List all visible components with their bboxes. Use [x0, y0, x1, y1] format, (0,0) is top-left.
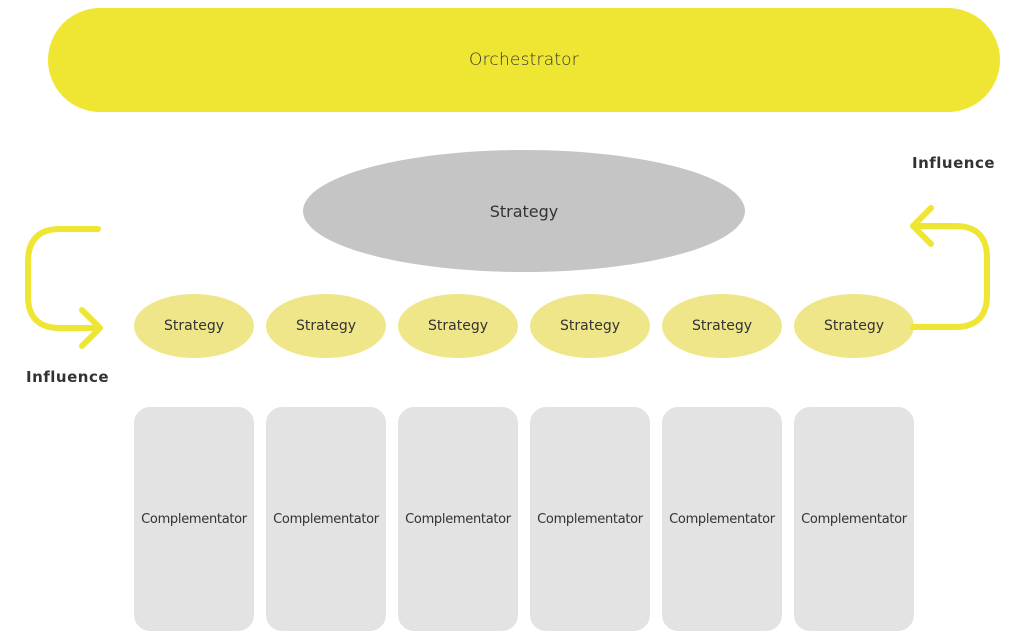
complementator-node: Complementator: [530, 407, 650, 631]
influence-right-arrow-icon: [910, 205, 990, 330]
complementator-label: Complementator: [405, 511, 511, 527]
complementator-node: Complementator: [794, 407, 914, 631]
influence-left-arrow-icon: [25, 226, 103, 349]
strategy-label: Strategy: [692, 318, 752, 334]
strategy-node: Strategy: [530, 294, 650, 358]
influence-right-label: Influence: [912, 154, 996, 172]
orchestrator-label: Orchestrator: [469, 50, 579, 70]
complementator-node: Complementator: [266, 407, 386, 631]
strategy-node: Strategy: [794, 294, 914, 358]
strategy-node: Strategy: [398, 294, 518, 358]
complementator-label: Complementator: [273, 511, 379, 527]
orchestrator-node: Orchestrator: [48, 8, 1000, 112]
complementator-node: Complementator: [134, 407, 254, 631]
complementator-label: Complementator: [669, 511, 775, 527]
strategy-label: Strategy: [428, 318, 488, 334]
strategy-label: Strategy: [560, 318, 620, 334]
complementator-node: Complementator: [662, 407, 782, 631]
strategy-node: Strategy: [134, 294, 254, 358]
influence-left-label: Influence: [26, 368, 110, 386]
strategy-label: Strategy: [164, 318, 224, 334]
complementator-label: Complementator: [537, 511, 643, 527]
central-strategy-node: Strategy: [303, 150, 745, 272]
complementator-node: Complementator: [398, 407, 518, 631]
complementator-label: Complementator: [801, 511, 907, 527]
strategy-label: Strategy: [824, 318, 884, 334]
strategy-node: Strategy: [662, 294, 782, 358]
central-strategy-label: Strategy: [489, 201, 559, 221]
complementator-label: Complementator: [141, 511, 247, 527]
strategy-node: Strategy: [266, 294, 386, 358]
strategy-label: Strategy: [296, 318, 356, 334]
